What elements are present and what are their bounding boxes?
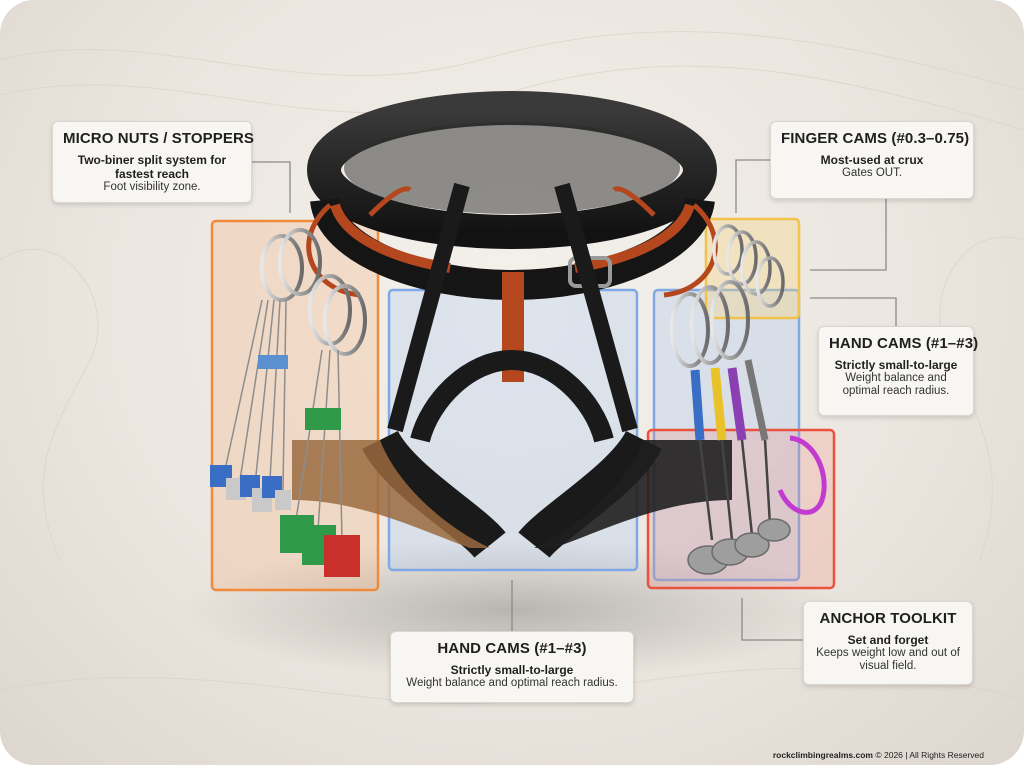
- callout-anchor-toolkit: ANCHOR TOOLKIT Set and forget Keeps weig…: [803, 601, 973, 685]
- connector-lines: [252, 159, 897, 641]
- callout-anchor-toolkit-description: Keeps weight low and out of visual field…: [816, 647, 960, 672]
- footer-brand: rockclimbingrealms.com: [772, 750, 873, 760]
- callout-hand-cams-right-subtitle: Strictly small-to-large: [834, 358, 958, 372]
- callout-hand-cams-bottom-subtitle: Strictly small-to-large: [450, 663, 574, 677]
- callout-finger-cams-subtitle: Most-used at crux: [820, 153, 924, 167]
- callout-hand-cams-right-description: Weight balance and optimal reach radius.: [842, 372, 950, 397]
- callout-micro-nuts-subtitle: Two-biner split system for fastest reach: [77, 153, 227, 181]
- gear-loops: [306, 186, 718, 298]
- callout-hand-cams-bottom-description: Weight balance and optimal reach radius.: [406, 677, 618, 689]
- callout-micro-nuts-title: MICRO NUTS / STOPPERS: [63, 130, 255, 147]
- zone-hand-cams-right: [652, 288, 801, 582]
- callout-finger-cams-title: FINGER CAMS (#0.3–0.75): [781, 130, 970, 147]
- callout-anchor-toolkit-title: ANCHOR TOOLKIT: [819, 610, 957, 627]
- callout-hand-cams-bottom: HAND CAMS (#1–#3) Strictly small-to-larg…: [390, 631, 634, 703]
- waist-belt: [307, 91, 717, 301]
- micro-nuts-rack: [210, 228, 367, 577]
- callout-micro-nuts: MICRO NUTS / STOPPERS Two-biner split sy…: [52, 121, 255, 203]
- callout-hand-cams-right-title: HAND CAMS (#1–#3): [829, 335, 979, 352]
- callout-finger-cams: FINGER CAMS (#0.3–0.75) Most-used at cru…: [770, 121, 974, 199]
- hand-cams-rack: [670, 280, 827, 575]
- callout-micro-nuts-description: Foot visibility zone.: [103, 181, 201, 193]
- callout-hand-cams-right: HAND CAMS (#1–#3) Strictly small-to-larg…: [818, 326, 979, 416]
- footer-rights: © 2026 | All Rights Reserved: [873, 750, 984, 760]
- callout-hand-cams-bottom-title: HAND CAMS (#1–#3): [437, 640, 587, 657]
- leg-straps: [292, 182, 732, 559]
- callout-finger-cams-description: Gates OUT.: [841, 167, 903, 179]
- footer-credit: rockclimbingrealms.com © 2026 | All Righ…: [773, 750, 984, 760]
- finger-cams-rack: [712, 224, 785, 308]
- callout-anchor-toolkit-subtitle: Set and forget: [847, 633, 929, 647]
